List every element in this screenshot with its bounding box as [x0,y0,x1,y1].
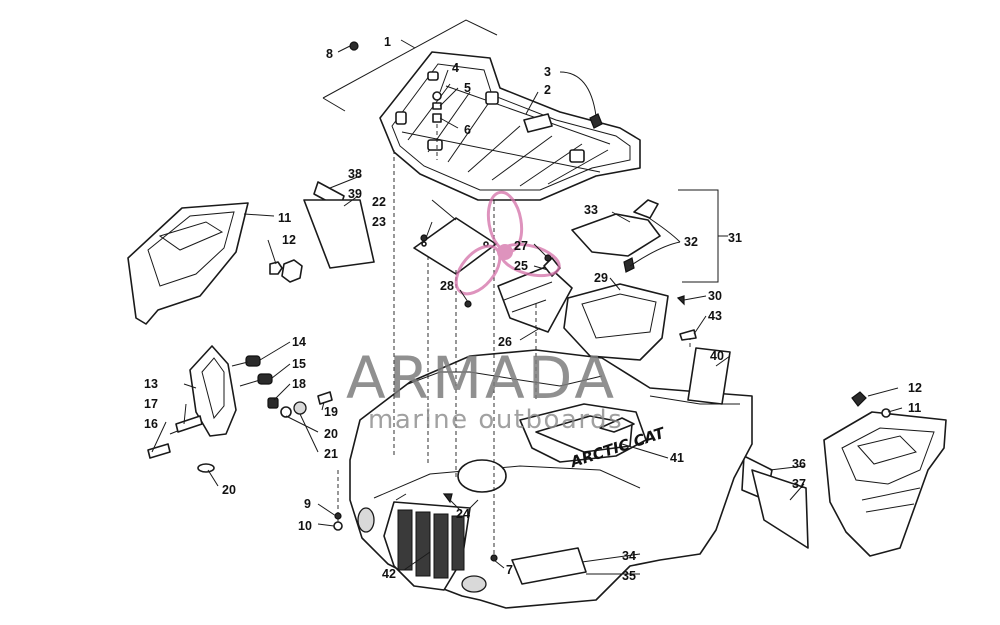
left-side-panel [127,202,249,325]
callout-12-right: 12 [908,381,922,395]
callout-6: 6 [464,123,471,137]
callout-14: 14 [292,335,306,349]
callout-4: 4 [452,61,459,75]
callout-25: 25 [514,259,528,273]
lid-bracket-31 [678,189,728,283]
left-decals [303,181,375,269]
callout-37: 37 [792,477,806,491]
callout-10: 10 [298,519,312,533]
callout-38: 38 [348,167,362,181]
callout-27: 27 [514,239,528,253]
callout-5: 5 [464,81,471,95]
watermark-propeller-logo [454,190,561,296]
callout-24: 24 [456,507,470,521]
callout-32: 32 [684,235,698,249]
right-side-panel [823,411,947,557]
callout-30: 30 [708,289,722,303]
front-cargo-rack [379,51,641,201]
right-decals [741,455,809,549]
callout-39: 39 [348,187,362,201]
callout-31: 31 [728,231,742,245]
storage-bracket [497,257,573,333]
callout-16: 16 [144,417,158,431]
callout-9: 9 [304,497,311,511]
callout-17: 17 [144,397,158,411]
watermark-title: ARMADA [346,344,617,412]
callout-35: 35 [622,569,636,583]
watermark-subtitle: marine outboards [368,405,623,435]
callout-8: 8 [326,47,333,61]
callout-43: 43 [708,309,722,323]
storage-box [563,283,669,361]
callout-7: 7 [506,563,513,577]
side-panel-fasteners [269,259,891,418]
callout-leaders [151,45,903,575]
fender-fasteners [333,41,697,562]
callout-13: 13 [144,377,158,391]
callout-29: 29 [594,271,608,285]
callout-3: 3 [544,65,551,79]
assembly-lines [337,150,691,560]
callout-22: 22 [372,195,386,209]
callout-12-left: 12 [282,233,296,247]
callout-20-lower: 20 [222,483,236,497]
callout-36: 36 [792,457,806,471]
front-grille [383,493,479,591]
callout-2: 2 [544,83,551,97]
callout-18: 18 [292,377,306,391]
callout-20-upper: 20 [324,427,338,441]
callout-34: 34 [622,549,636,563]
callout-19: 19 [324,405,338,419]
watermark: ARMADA marine outboards [346,190,623,435]
callout-33: 33 [584,203,598,217]
callout-21: 21 [324,447,338,461]
callout-15: 15 [292,357,306,371]
callout-23: 23 [372,215,386,229]
callout-11-left: 11 [278,211,291,225]
headlight-hardware [147,355,333,473]
callout-40: 40 [710,349,724,363]
rack-assembly-bracket [322,19,498,112]
fender-vents-and-lights [357,347,731,593]
callout-28: 28 [440,279,454,293]
callout-11-right: 11 [908,401,921,415]
callout-42: 42 [382,567,396,581]
callout-41: 41 [670,451,684,465]
callout-labels: 1 2 3 4 5 6 7 8 9 10 11 11 12 12 13 14 1… [144,35,922,583]
callout-26: 26 [498,335,512,349]
callout-1: 1 [384,35,391,49]
